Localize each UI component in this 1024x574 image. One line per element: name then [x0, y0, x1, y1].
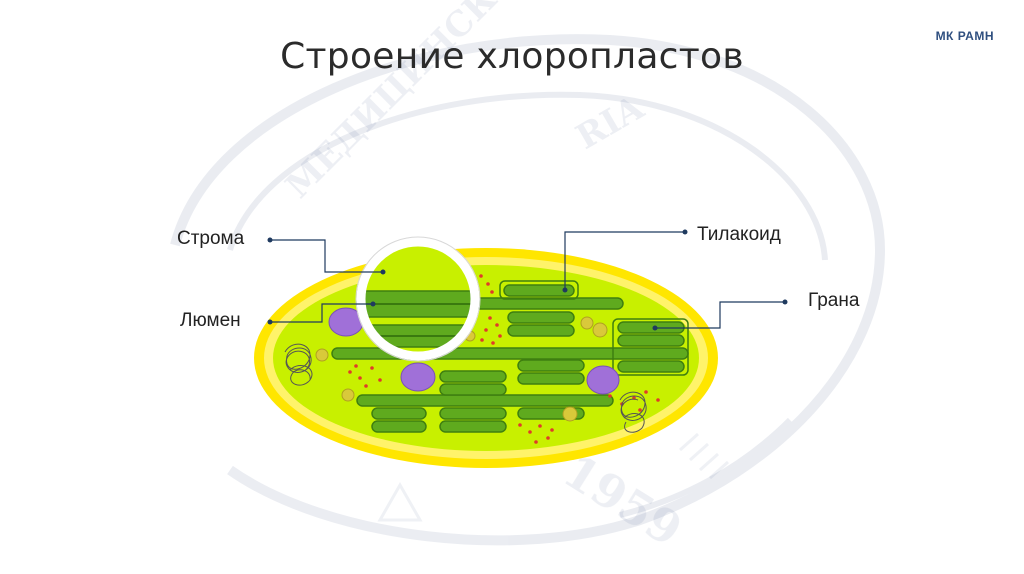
label-lumen: Люмен: [180, 310, 241, 332]
leader-dot: [268, 238, 273, 243]
leader-dot: [653, 326, 658, 331]
starch-grain: [587, 366, 619, 394]
label-granum: Грана: [808, 290, 859, 312]
starch-grain: [401, 363, 435, 391]
thylakoid: [508, 325, 574, 336]
leader-dot: [563, 288, 568, 293]
thylakoid: [440, 384, 506, 395]
lipid-droplet: [581, 317, 593, 329]
leader-dot: [683, 230, 688, 235]
lipid-droplet: [593, 323, 607, 337]
stroma-lamella: [357, 395, 613, 406]
thylakoid: [618, 335, 684, 346]
thylakoid: [440, 371, 506, 382]
slide-title: Строение хлоропластов: [0, 36, 1024, 77]
leader-dot: [371, 302, 376, 307]
thylakoid: [508, 312, 574, 323]
brand-logo-text: МК РАМН: [936, 29, 994, 43]
leader-dot: [783, 300, 788, 305]
thylakoid: [518, 373, 584, 384]
lipid-droplet: [316, 349, 328, 361]
thylakoid: [440, 408, 506, 419]
leader-dot: [268, 320, 273, 325]
label-stroma: Строма: [177, 228, 244, 250]
thylakoid: [372, 421, 426, 432]
thylakoid: [518, 360, 584, 371]
thylakoid: [372, 408, 426, 419]
lipid-droplet: [563, 407, 577, 421]
thylakoid: [618, 361, 684, 372]
lipid-droplet: [342, 389, 354, 401]
label-thylakoid: Тилакоид: [697, 224, 781, 246]
thylakoid: [440, 421, 506, 432]
leader-dot: [381, 270, 386, 275]
